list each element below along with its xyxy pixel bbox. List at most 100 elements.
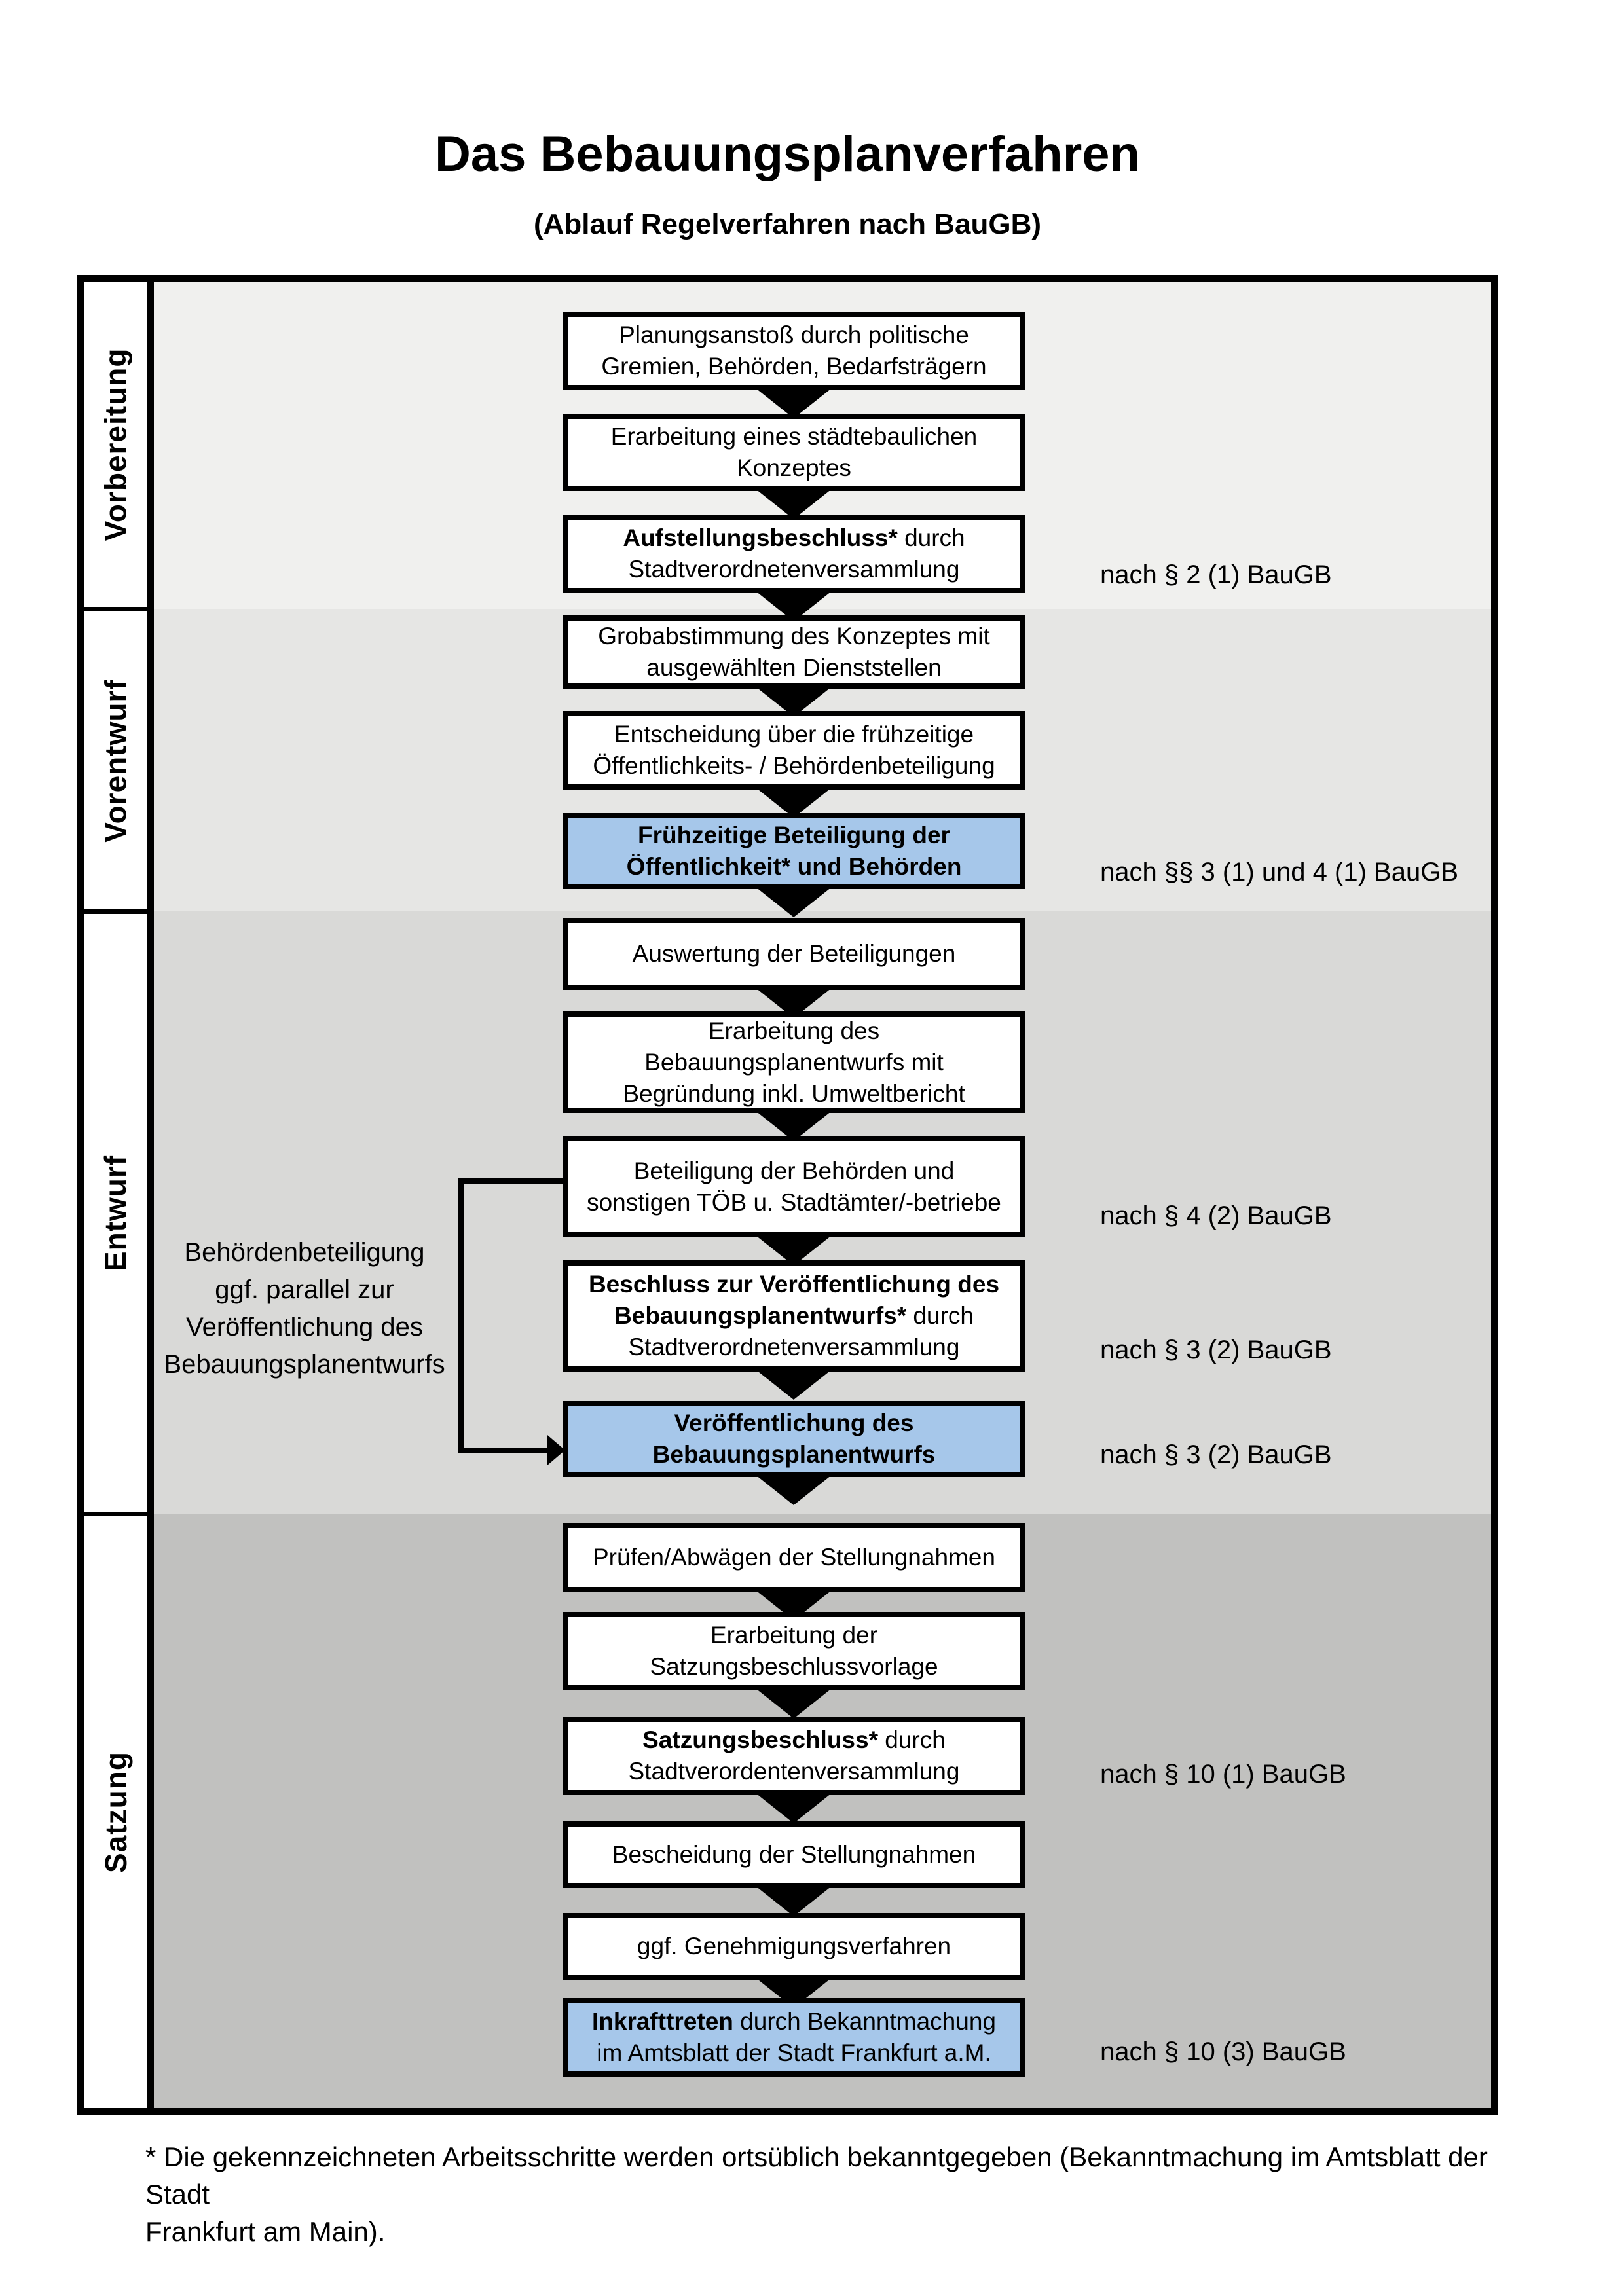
- parallel-note-line: Veröffentlichung des: [186, 1313, 423, 1341]
- process-box-15-line: Bescheidung der Stellungnahmen: [568, 1839, 1020, 1870]
- process-box-7: Auswertung der Beteiligungen: [563, 918, 1025, 990]
- step-text: Gremien, Behörden, Bedarfsträgern: [601, 353, 987, 380]
- flow-down-arrow-icon: [756, 1475, 832, 1505]
- phase-cell-divider: [84, 1512, 154, 1516]
- process-box-8-line: Begründung inkl. Umweltbericht: [568, 1078, 1020, 1110]
- step-text: Erarbeitung eines städtebaulichen: [610, 423, 978, 450]
- step-text: Bebauungsplanentwurfs mit: [644, 1048, 944, 1076]
- parallel-connector-bottom: [458, 1448, 549, 1453]
- phase-label-vorentwurf: Vorentwurf: [84, 611, 147, 909]
- step-text: Stadtverordnetenversammlung: [628, 556, 960, 583]
- process-box-2-line: Konzeptes: [568, 452, 1020, 484]
- step-text: durch Bekanntmachung: [733, 2008, 996, 2035]
- phase-label-text: Vorbereitung: [98, 348, 133, 541]
- emphasized-step-text: Öffentlichkeit* und Behörden: [626, 853, 962, 880]
- step-text: Stadtverordnetenversammlung: [628, 1334, 960, 1360]
- step-text: Auswertung der Beteiligungen: [632, 940, 956, 967]
- step-text: Erarbeitung des: [708, 1017, 880, 1044]
- process-box-9-line: sonstigen TÖB u. Stadtämter/-betriebe: [568, 1187, 1020, 1218]
- step-text: Prüfen/Abwägen der Stellungnahmen: [592, 1544, 996, 1571]
- step-text: Konzeptes: [737, 454, 851, 481]
- process-box-14-line: Stadtverordentenversammlung: [568, 1756, 1020, 1787]
- step-text: Bescheidung der Stellungnahmen: [612, 1841, 976, 1868]
- step-text: Entscheidung über die frühzeitige: [614, 721, 974, 748]
- process-box-16: ggf. Genehmigungsverfahren: [563, 1913, 1025, 1980]
- process-box-16-line: ggf. Genehmigungsverfahren: [568, 1931, 1020, 1962]
- process-box-12-line: Prüfen/Abwägen der Stellungnahmen: [568, 1542, 1020, 1573]
- step-text: Planungsanstoß durch politische: [619, 321, 969, 348]
- step-text: ausgewählten Dienststellen: [646, 654, 942, 681]
- parallel-note-line: Bebauungsplanentwurfs: [164, 1350, 445, 1379]
- process-box-10-line: Beschluss zur Veröffentlichung des: [568, 1269, 1020, 1300]
- phase-label-satzung: Satzung: [84, 1516, 147, 2108]
- step-text: sonstigen TÖB u. Stadtämter/-betriebe: [587, 1188, 1001, 1216]
- phase-label-entwurf: Entwurf: [84, 914, 147, 1512]
- phase-label-column: [84, 282, 147, 2108]
- law-reference-14: nach § 10 (1) BauGB: [1100, 1760, 1346, 1789]
- emphasized-step-text: Satzungsbeschluss*: [642, 1726, 878, 1753]
- parallel-note-line: Behördenbeteiligung: [184, 1238, 425, 1267]
- phase-label-vorbereitung: Vorbereitung: [84, 282, 147, 607]
- flow-down-arrow-icon: [756, 788, 832, 818]
- process-box-2-line: Erarbeitung eines städtebaulichen: [568, 421, 1020, 452]
- process-box-17-line: Inkrafttreten durch Bekanntmachung: [568, 2006, 1020, 2037]
- process-box-10-line: Stadtverordnetenversammlung: [568, 1332, 1020, 1363]
- step-text: durch: [878, 1726, 946, 1753]
- phase-cell-divider: [84, 909, 154, 914]
- step-text: ggf. Genehmigungsverfahren: [637, 1933, 951, 1959]
- emphasized-step-text: Bebauungsplanentwurfs: [652, 1441, 936, 1468]
- emphasized-step-text: Inkrafttreten: [592, 2008, 733, 2035]
- phase-cell-divider: [84, 607, 154, 611]
- emphasized-step-text: Veröffentlichung des: [674, 1410, 914, 1436]
- law-reference-3: nach § 2 (1) BauGB: [1100, 560, 1332, 589]
- process-box-5-line: Entscheidung über die frühzeitige: [568, 719, 1020, 750]
- process-box-1-line: Planungsanstoß durch politische: [568, 319, 1020, 351]
- page-subtitle: (Ablauf Regelverfahren nach BauGB): [533, 208, 1042, 240]
- process-box-11-line: Bebauungsplanentwurfs: [568, 1439, 1020, 1470]
- flow-down-arrow-icon: [756, 489, 832, 519]
- law-reference-6: nach §§ 3 (1) und 4 (1) BauGB: [1100, 858, 1458, 886]
- process-box-15: Bescheidung der Stellungnahmen: [563, 1821, 1025, 1888]
- emphasized-step-text: Frühzeitige Beteiligung der: [638, 822, 950, 848]
- footnote-line: Frankfurt am Main).: [145, 2216, 386, 2247]
- step-text: durch: [906, 1302, 974, 1329]
- process-box-5-line: Öffentlichkeits- / Behördenbeteiligung: [568, 750, 1020, 782]
- emphasized-step-text: Aufstellungsbeschluss*: [623, 524, 898, 551]
- process-box-12: Prüfen/Abwägen der Stellungnahmen: [563, 1523, 1025, 1592]
- parallel-note: Behördenbeteiligung ggf. parallel zur Ve…: [154, 1234, 455, 1383]
- process-box-6-line: Frühzeitige Beteiligung der: [568, 820, 1020, 851]
- process-box-9: Beteiligung der Behörden und sonstigen TÖ…: [563, 1136, 1025, 1237]
- step-text: Öffentlichkeits- / Behördenbeteiligung: [593, 752, 995, 779]
- step-text: Stadtverordentenversammlung: [628, 1758, 960, 1785]
- flow-down-arrow-icon: [756, 388, 832, 418]
- process-box-14-line: Satzungsbeschluss* durch: [568, 1724, 1020, 1756]
- phase-label-text: Satzung: [98, 1751, 133, 1873]
- flow-down-arrow-icon: [756, 1688, 832, 1719]
- parallel-connector-top: [458, 1178, 563, 1184]
- law-reference-17: nach § 10 (3) BauGB: [1100, 2037, 1346, 2066]
- process-box-8-line: Erarbeitung des: [568, 1015, 1020, 1047]
- process-box-9-line: Beteiligung der Behörden und: [568, 1156, 1020, 1187]
- phase-label-text: Entwurf: [98, 1154, 133, 1271]
- step-text: Begründung inkl. Umweltbericht: [623, 1080, 965, 1107]
- parallel-connector-arrowhead-icon: [547, 1435, 565, 1465]
- law-reference-9: nach § 4 (2) BauGB: [1100, 1201, 1332, 1230]
- step-text: Beteiligung der Behörden und: [633, 1157, 955, 1184]
- process-box-4-line: ausgewählten Dienststellen: [568, 652, 1020, 683]
- flow-down-arrow-icon: [756, 887, 832, 917]
- law-reference-11: nach § 3 (2) BauGB: [1100, 1440, 1332, 1469]
- process-box-3-line: Aufstellungsbeschluss* durch: [568, 522, 1020, 554]
- footnote-line: * Die gekennzeichneten Arbeitsschritte w…: [145, 2141, 1488, 2210]
- step-text: durch: [897, 524, 965, 551]
- parallel-connector-vertical: [458, 1178, 464, 1453]
